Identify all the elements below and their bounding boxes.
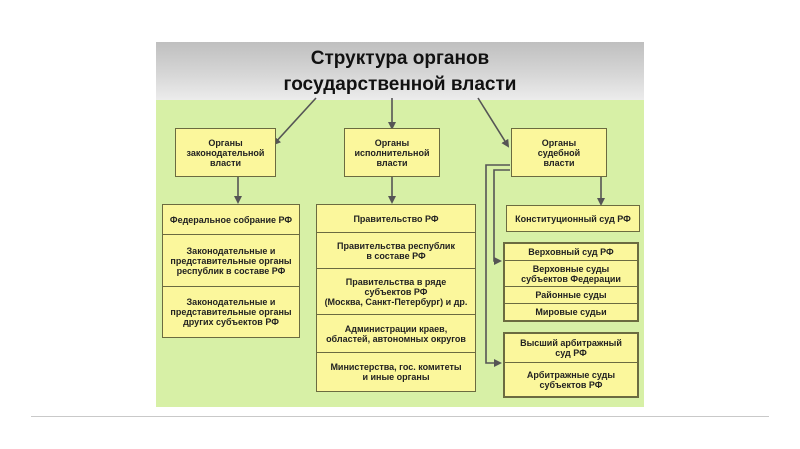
executive-item: Министерства, гос. комитеты и иные орган… [330,362,462,382]
judicial-bracket-inner [493,169,510,265]
general-court-item: Верховные суды субъектов Федерации [505,261,637,287]
judicial-bracket-outer [485,164,510,367]
diagram-slide: Структура органов государственной власти… [156,42,644,407]
executive-branch-box: Органы исполнительной власти [344,128,440,177]
executive-item: Правительства республик в составе РФ [317,233,475,269]
constitutional-court-label: Конституционный суд РФ [515,213,631,224]
general-court-item: Мировые судьи [535,307,607,317]
arrow-title-to-judicial [477,97,510,148]
executive-item: Правительства в ряде субъектов РФ (Москв… [317,269,475,315]
legislative-branch-label: Органы законодательной власти [186,137,265,168]
arbitration-court-item: Высший арбитражный суд РФ [505,334,637,363]
arrow-title-to-legislative [272,97,317,146]
diagram-title-line-1: Структура органов [310,48,490,69]
diagram-title: Структура органов государственной власти [156,46,644,98]
judicial-branch-label: Органы судебной власти [537,137,581,168]
general-courts-list: Верховный суд РФ Верховные суды субъекто… [503,242,639,322]
legislative-branch-box: Органы законодательной власти [175,128,276,177]
arbitration-courts-list: Высший арбитражный суд РФ Арбитражные су… [503,332,639,398]
general-court-item: Районные суды [505,287,637,304]
general-court-item: Верховный суд РФ [505,244,637,261]
legislative-list: Федеральное собрание РФ Законодательные … [162,204,300,338]
executive-list: Правительство РФ Правительства республик… [316,204,476,392]
executive-item: Правительство РФ [317,205,475,233]
title-band [156,42,644,100]
arbitration-court-item: Арбитражные суды субъектов РФ [526,369,616,390]
legislative-item: Законодательные и представительные орган… [163,235,299,287]
constitutional-court-box: Конституционный суд РФ [506,205,640,232]
judicial-branch-box: Органы судебной власти [511,128,607,177]
executive-branch-label: Органы исполнительной власти [354,137,430,168]
connector-arrows [234,97,605,367]
diagram-title-line-2: государственной власти [283,74,517,95]
legislative-item: Федеральное собрание РФ [163,205,299,235]
slide-divider [31,416,769,417]
legislative-item: Законодательные и представительные орган… [170,297,292,327]
executive-item: Администрации краев, областей, автономны… [317,315,475,353]
